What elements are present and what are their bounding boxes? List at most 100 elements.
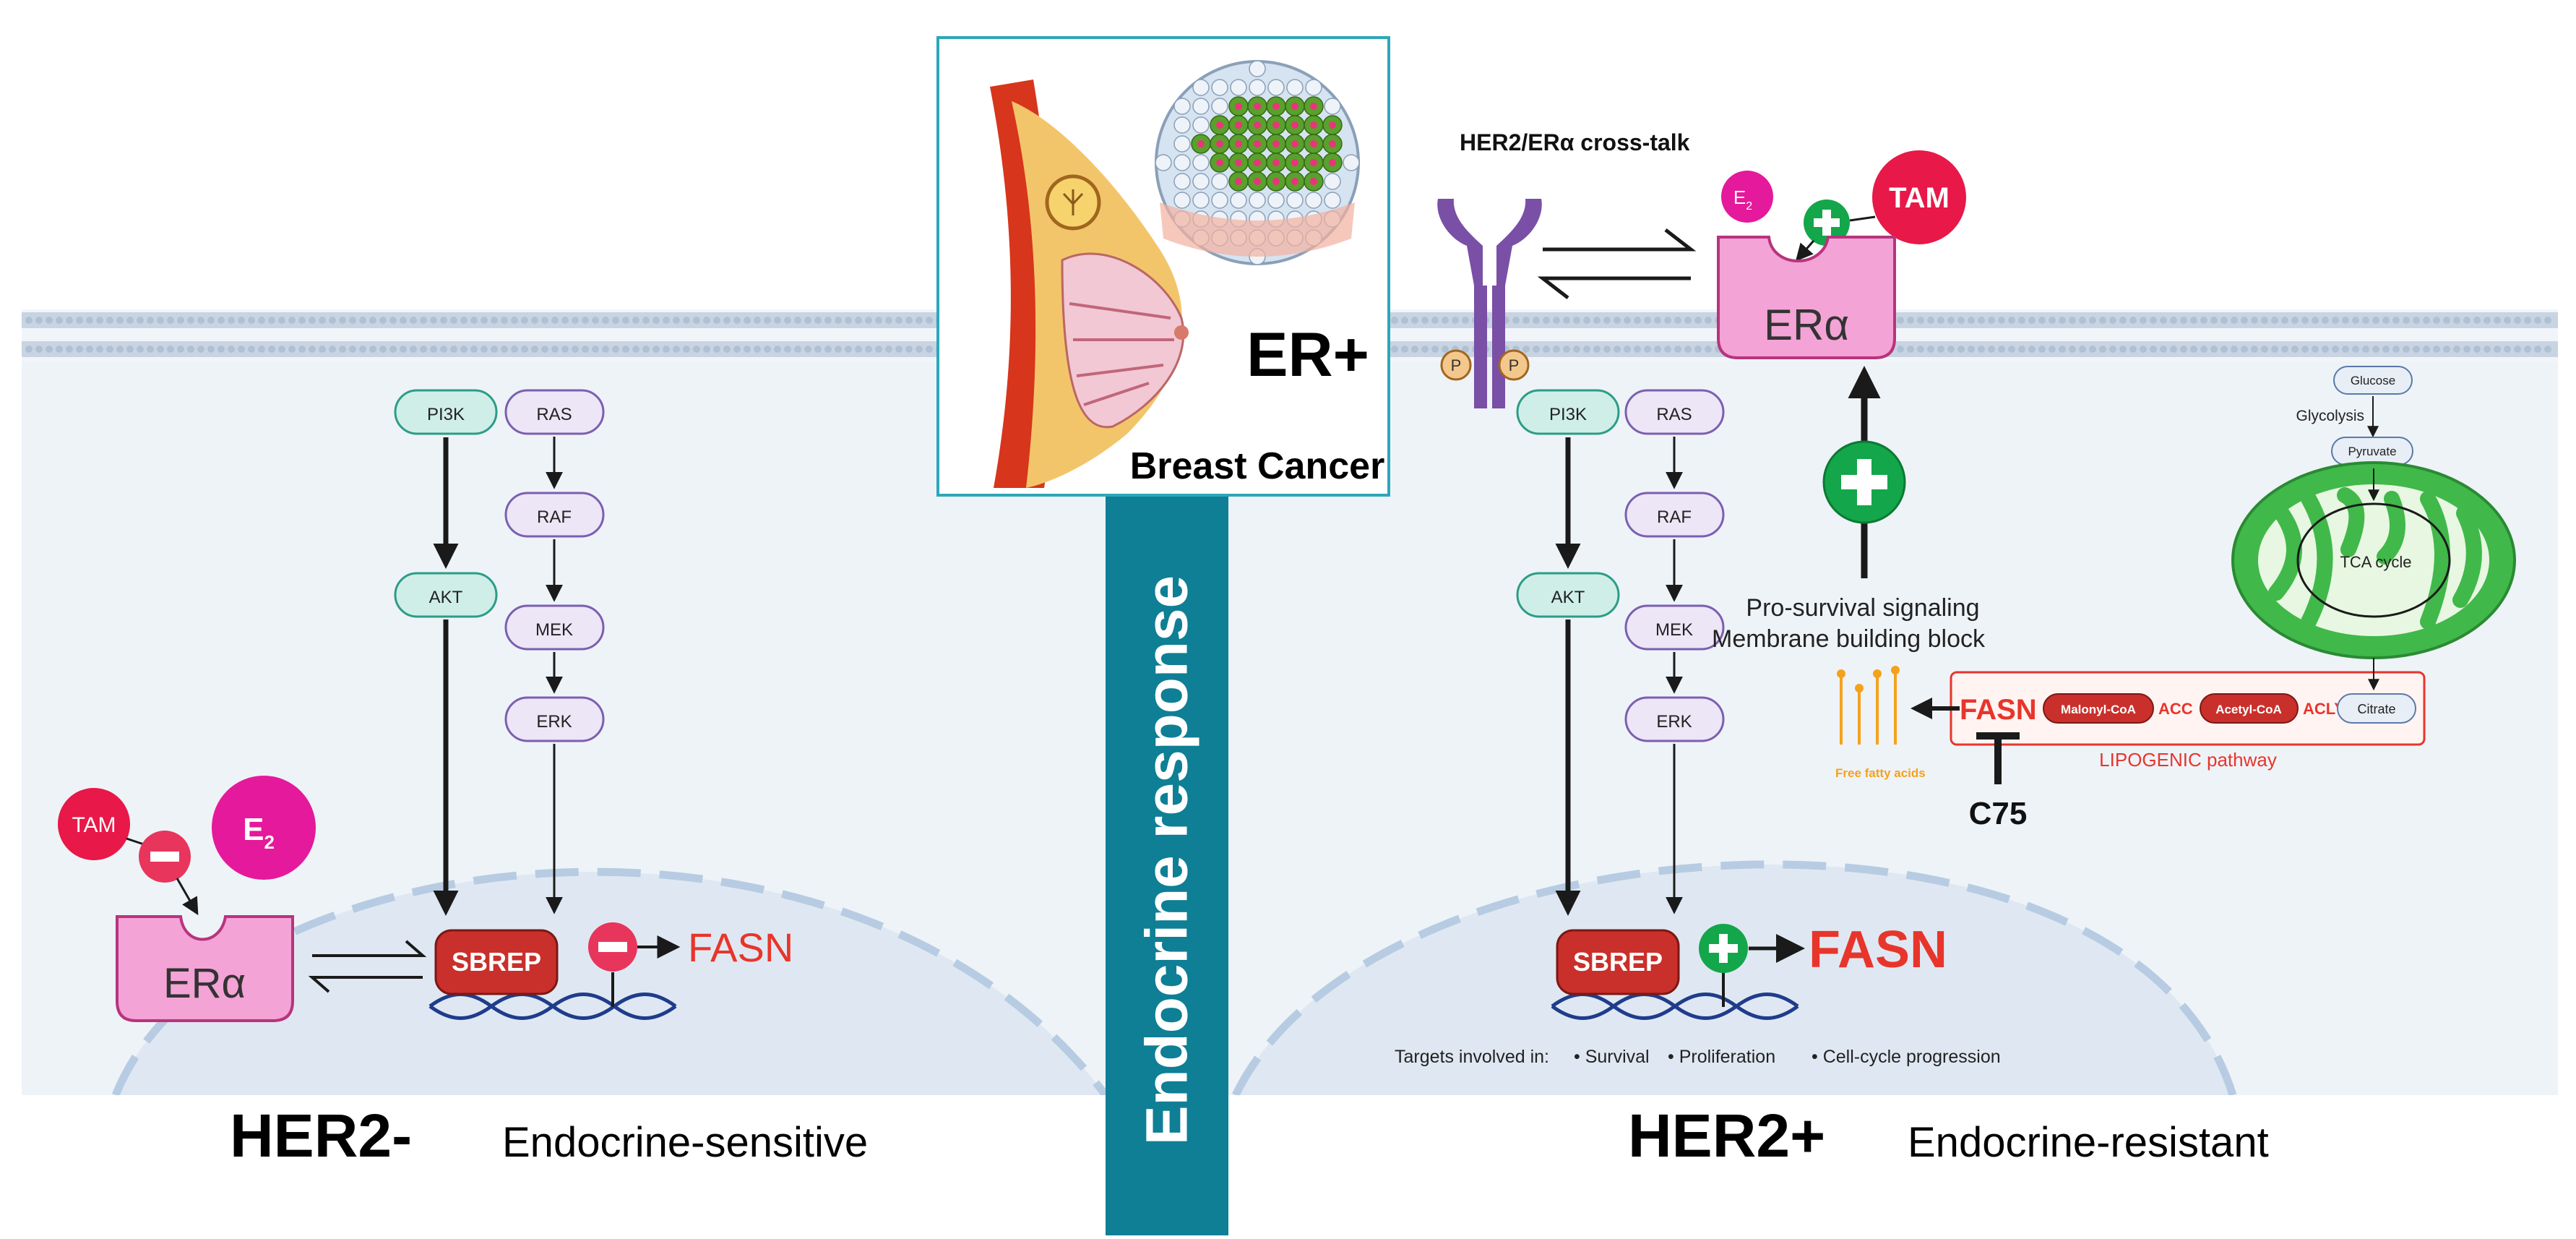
acetyl-coa-node: Acetyl-CoA bbox=[2200, 693, 2299, 724]
normal-cell bbox=[1305, 192, 1322, 209]
sbrep-label: SBREP bbox=[452, 947, 541, 977]
membrane-lipid bbox=[147, 346, 154, 353]
membrane-lipid bbox=[2160, 346, 2167, 353]
target-cell-cycle: • Cell-cycle progression bbox=[1812, 1047, 2001, 1067]
membrane-lipid bbox=[2453, 346, 2460, 353]
membrane-lipid bbox=[1705, 346, 1712, 353]
membrane-lipid bbox=[572, 346, 579, 353]
membrane-lipid bbox=[2079, 346, 2086, 353]
right-panel: HER2/ERα cross-talk P P E2 TAM bbox=[1395, 129, 2516, 1170]
membrane-lipid bbox=[2443, 317, 2450, 324]
tumor-nucleus bbox=[1216, 140, 1223, 147]
membrane-lipid bbox=[25, 317, 33, 324]
membrane-lipid bbox=[2372, 317, 2379, 324]
normal-cell bbox=[1267, 79, 1285, 96]
membrane-lipid bbox=[288, 346, 296, 353]
membrane-lipid bbox=[541, 317, 548, 324]
erk-label-right: ERK bbox=[1656, 712, 1692, 732]
lipogenic-pathway-label: LIPOGENIC pathway bbox=[2099, 749, 2277, 771]
membrane-lipid bbox=[238, 317, 245, 324]
membrane-lipid bbox=[167, 346, 174, 353]
membrane-lipid bbox=[1684, 346, 1692, 353]
membrane-lipid bbox=[794, 317, 801, 324]
citrate-node: Citrate bbox=[2337, 693, 2416, 724]
membrane-lipid bbox=[824, 317, 832, 324]
endocrine-bar bbox=[1106, 486, 1228, 1235]
node-erk-right: ERK bbox=[1624, 696, 1725, 742]
glucose-label: Glucose bbox=[2351, 374, 2395, 387]
membrane-lipid bbox=[582, 346, 589, 353]
membrane-lipid bbox=[2109, 346, 2116, 353]
repress-icon bbox=[588, 922, 637, 972]
tumor-nucleus bbox=[1310, 121, 1317, 129]
membrane-lipid bbox=[197, 317, 204, 324]
membrane-lipid bbox=[96, 346, 103, 353]
membrane-lipid bbox=[2129, 317, 2137, 324]
membrane-lipid bbox=[652, 317, 660, 324]
crosstalk-label: HER2/ERα cross-talk bbox=[1460, 129, 1690, 155]
membrane-lipid bbox=[389, 346, 397, 353]
lipogenic-fasn: FASN bbox=[1960, 694, 2037, 726]
membrane-lipid bbox=[1897, 346, 1904, 353]
membrane-lipid bbox=[1644, 317, 1651, 324]
membrane-lipid bbox=[66, 317, 73, 324]
membrane-lipid bbox=[1573, 317, 1580, 324]
tam-left: TAM bbox=[58, 788, 130, 860]
nuclear-envelope-right bbox=[1232, 860, 2237, 1095]
membrane-lipid bbox=[744, 346, 751, 353]
membrane-lipid bbox=[1937, 317, 1944, 324]
pyruvate-node: Pyruvate bbox=[2331, 437, 2413, 466]
membrane-lipid bbox=[2443, 346, 2450, 353]
membrane-lipid bbox=[2220, 346, 2228, 353]
membrane-lipid bbox=[359, 346, 366, 353]
membrane-lipid bbox=[885, 317, 892, 324]
membrane-lipid bbox=[652, 346, 660, 353]
membrane-lipid bbox=[683, 317, 690, 324]
membrane-lipid bbox=[46, 317, 53, 324]
sbrep-right: SBREP bbox=[1556, 929, 1680, 995]
membrane-lipid bbox=[2210, 317, 2218, 324]
er-title: ER+ bbox=[1246, 320, 1369, 390]
left-panel: PI3K RAS RAF AKT MEK ERK bbox=[58, 389, 868, 1170]
membrane-lipid bbox=[1957, 317, 1965, 324]
membrane-lipid bbox=[56, 317, 63, 324]
membrane-lipid bbox=[1634, 346, 1641, 353]
node-akt-right: AKT bbox=[1516, 572, 1620, 618]
membrane-lipid bbox=[2332, 317, 2339, 324]
era-receptor-left: ERα bbox=[116, 915, 294, 1022]
membrane-lipid bbox=[865, 317, 872, 324]
membrane-lipid bbox=[622, 346, 629, 353]
membrane-lipid bbox=[177, 317, 184, 324]
membrane-lipid bbox=[845, 346, 852, 353]
membrane-lipid bbox=[339, 317, 346, 324]
membrane-lipid bbox=[248, 346, 255, 353]
membrane-lipid bbox=[1968, 317, 1975, 324]
membrane-lipid bbox=[673, 317, 680, 324]
membrane-lipid bbox=[76, 317, 83, 324]
membrane-lipid bbox=[207, 346, 215, 353]
membrane-lipid bbox=[2362, 346, 2369, 353]
tumor-nucleus bbox=[1272, 103, 1280, 110]
membrane-lipid bbox=[1391, 346, 1398, 353]
raf-label-right: RAF bbox=[1657, 507, 1692, 527]
membrane-lipid bbox=[2261, 317, 2268, 324]
membrane-lipid bbox=[703, 346, 710, 353]
tumor-nucleus bbox=[1216, 121, 1223, 129]
membrane-lipid bbox=[926, 346, 933, 353]
membrane-lipid bbox=[2473, 346, 2481, 353]
membrane-lipid bbox=[814, 346, 822, 353]
equilibrium-arrows-right bbox=[1537, 228, 1697, 299]
membrane-lipid bbox=[2403, 346, 2410, 353]
fasn-left: FASN bbox=[688, 925, 793, 970]
pi3k-label: PI3K bbox=[427, 405, 465, 424]
membrane-lipid bbox=[450, 346, 457, 353]
membrane-lipid bbox=[2190, 346, 2197, 353]
membrane-lipid bbox=[2271, 346, 2278, 353]
tumor-nucleus bbox=[1235, 140, 1242, 147]
tumor-nucleus bbox=[1216, 159, 1223, 166]
membrane-lipid bbox=[916, 346, 923, 353]
membrane-lipid bbox=[2140, 346, 2147, 353]
tumor-nucleus bbox=[1235, 159, 1242, 166]
membrane-lipid bbox=[1674, 346, 1681, 353]
